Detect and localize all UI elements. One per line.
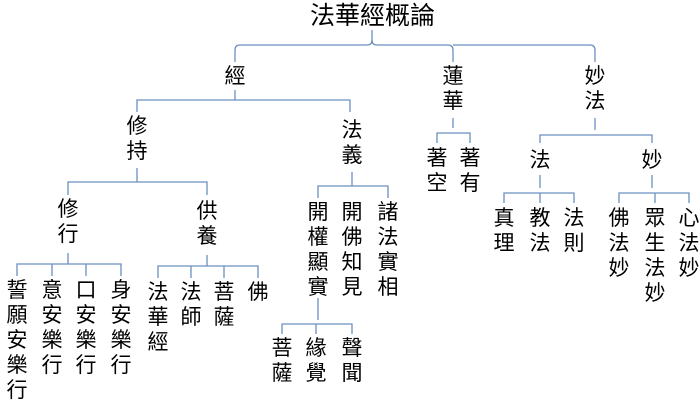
leaf-pusa: 菩薩 [213,280,235,329]
node-miao: 妙 [641,148,663,172]
connector [157,265,259,278]
leaf-shen-anle-xing: 身安樂行 [110,278,132,377]
node-miaofa: 妙法 [584,64,606,113]
leaf-shiyuan-anle-xing: 誓願安樂行 [6,278,28,402]
leaf-faze: 法則 [563,206,585,255]
leaf-xinfa-miao: 心法妙 [678,206,700,280]
leaf-shengwen: 聲聞 [341,336,363,385]
connector [371,39,454,62]
leaf-zhuoyou: 著有 [459,146,481,195]
node-jing: 經 [224,64,246,88]
node-kaifo-zhijian: 開佛知見 [341,200,363,299]
leaf-yi-anle-xing: 意安樂行 [41,278,63,377]
node-gongyang: 供養 [196,199,218,248]
leaf-jiaofa: 教法 [529,206,551,255]
node-xiuxing: 修行 [57,197,79,246]
leaf-zhongsheng-fa-miao: 眾生法妙 [644,206,666,305]
node-zhufa-shixiang: 諸法實相 [377,200,399,299]
node-fayi: 法義 [341,118,363,167]
connector [539,134,653,143]
connector [16,263,122,276]
leaf-zhuokong: 著空 [426,146,448,195]
node-xiuchi: 修持 [126,114,148,163]
connector [503,192,575,203]
node-kaiquan-xianshi: 開權顯實 [307,200,329,299]
connector [234,39,373,62]
leaf-fofa-miao: 佛法妙 [608,206,630,280]
root-node: 法華經概論 [309,1,435,30]
connector [136,99,351,112]
node-lianhua: 蓮華 [442,64,464,113]
leaf-fo: 佛 [247,280,269,304]
connector [281,323,353,334]
connector [436,132,471,143]
leaf-yuanjue: 緣覺 [305,336,327,385]
leaf-kou-anle-xing: 口安樂行 [75,278,97,377]
node-fa: 法 [529,148,551,172]
connector [317,185,389,198]
leaf-pusa-2: 菩薩 [271,336,293,385]
leaf-fahuajing: 法華經 [147,280,169,354]
leaf-zhenli: 真理 [493,206,515,255]
connector [453,44,596,62]
leaf-fashi: 法師 [180,280,202,329]
connector [67,181,208,195]
connector [618,192,690,203]
